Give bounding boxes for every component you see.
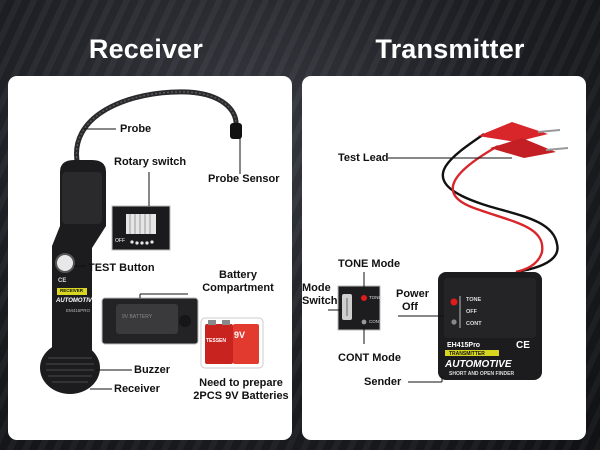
receiver-ce-mark: CE [58,278,67,284]
battery-brand-text: TESSEN [206,338,227,344]
receiver-brand-text: AUTOMOTIVE [56,298,96,304]
label-switch-2: Switch [302,295,338,307]
receiver-sub-text: RECEIVER [60,288,84,293]
red-lead [451,144,544,274]
sender-sub-text: TRANSMITTER [449,350,485,357]
receiver-model-text: EM415PRO [66,308,91,313]
label-probe-sensor: Probe Sensor [208,173,280,185]
sender-brand-text: AUTOMOTIVE [445,359,512,370]
sender-tagline-text: SHORT AND OPEN FINDER [449,371,515,377]
label-cont-mode: CONT Mode [338,352,401,364]
switch-tone-text: TONE [369,295,382,300]
label-test-button: TEST Button [88,262,155,274]
led-indicator [450,298,458,306]
label-receiver: Receiver [114,383,160,395]
battery-voltage-text: 9V [234,330,246,340]
red-clip-1 [478,122,548,142]
transmitter-illustration [328,122,569,383]
label-compartment: Compartment [202,282,274,294]
sender-off-text: OFF [466,309,477,315]
rotary-off-text: OFF [115,238,125,244]
transmitter-heading: Transmitter [375,34,525,64]
sender-ce-mark: CE [516,340,530,351]
label-rotary-switch: Rotary switch [114,156,187,168]
test-button-shape [55,253,75,273]
label-off: Off [402,301,418,313]
label-mode-1: Mode [302,282,331,294]
label-note-2: 2PCS 9V Batteries [193,390,289,402]
receiver-illustration [40,89,264,394]
compartment-text: 9V BATTERY [122,314,153,320]
sender-cont-text: CONT [466,321,482,327]
receiver-heading: Receiver [88,34,204,64]
transmitter-panel: Test Lead TONE Mode Mode Switch Power Of… [302,76,586,440]
sender-model-text: EH415Pro [447,342,481,349]
probe-sensor-tip [230,123,242,139]
sender-tone-text: TONE [466,297,482,303]
label-note-1: Need to prepare [199,377,283,389]
label-sender: Sender [364,376,402,388]
label-buzzer: Buzzer [134,364,171,376]
label-tone-mode: TONE Mode [338,258,401,270]
label-test-lead: Test Lead [338,152,389,164]
switch-cont-text: CONT [369,319,382,324]
red-clip-2 [490,138,556,158]
label-power: Power [396,288,430,300]
label-battery: Battery [219,269,257,281]
receiver-panel: Probe Rotary switch Probe Sensor TEST Bu… [8,76,292,440]
black-lead [441,133,559,274]
label-probe: Probe [120,123,152,135]
buzzer-shape [40,342,100,394]
